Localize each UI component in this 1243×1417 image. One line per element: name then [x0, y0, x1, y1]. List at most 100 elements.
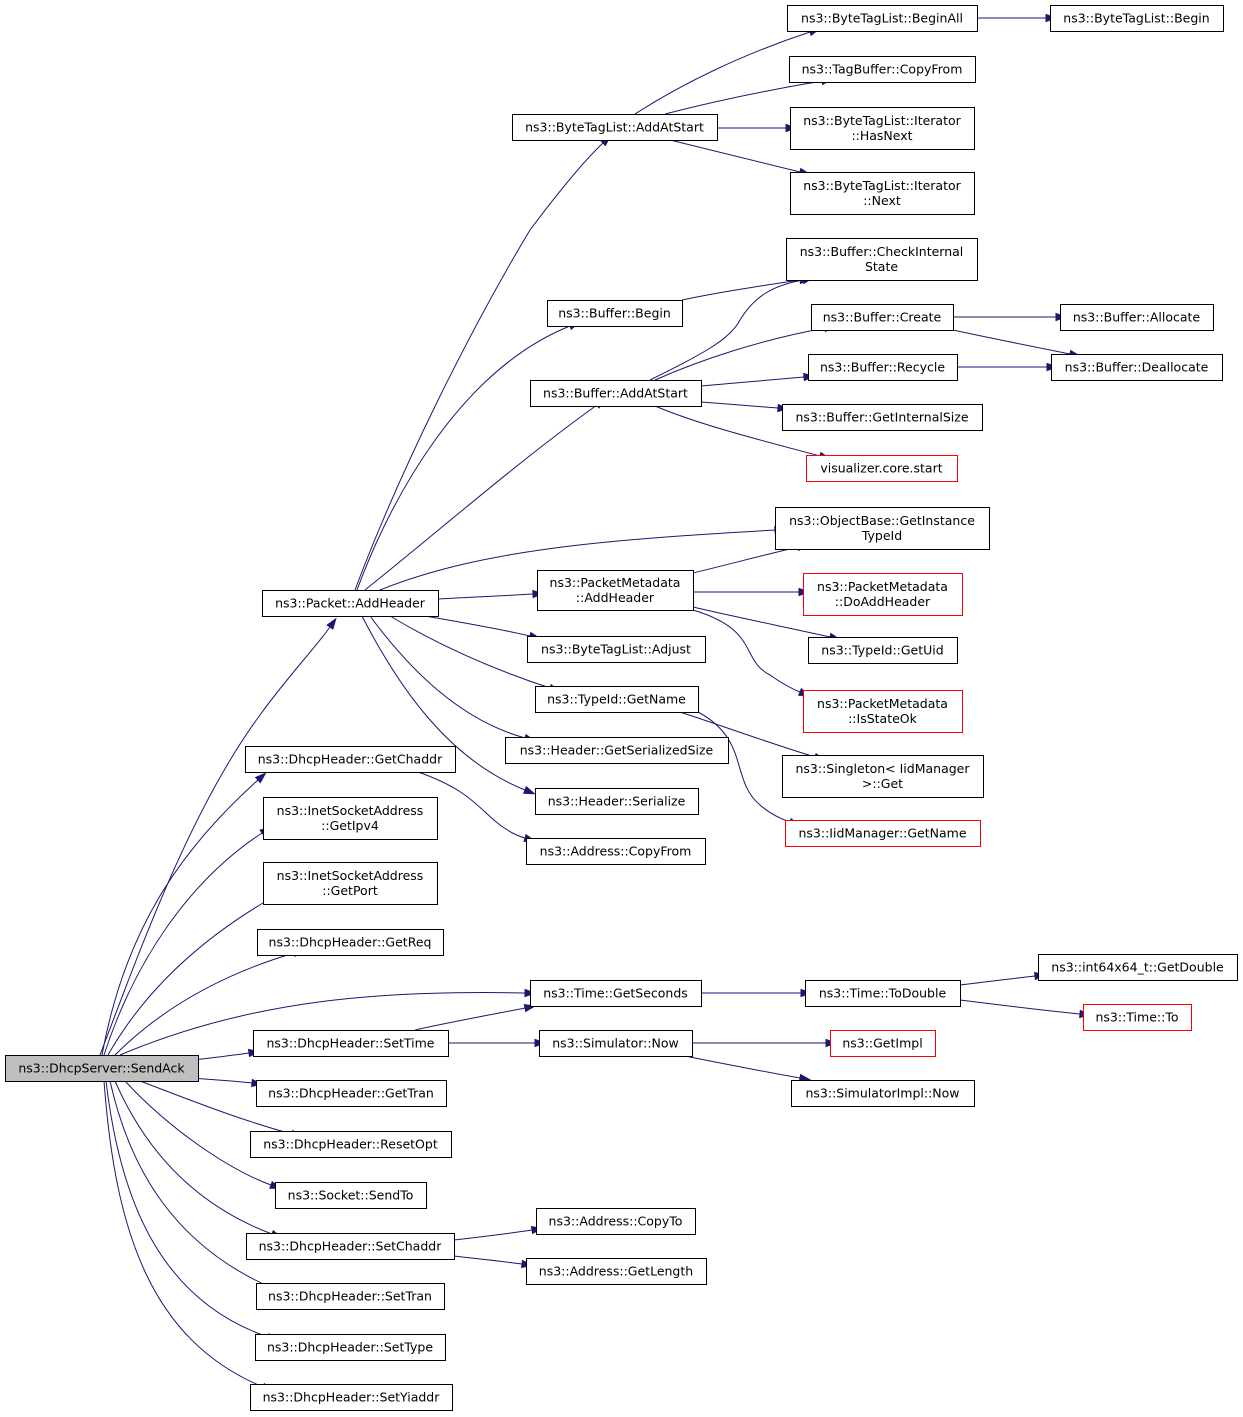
node-getchaddr[interactable]: ns3::DhcpHeader::GetChaddr — [245, 746, 456, 773]
node-box — [263, 797, 438, 840]
edge-line — [124, 1080, 272, 1186]
node-box — [1060, 304, 1214, 331]
edge-settime-to-getseconds — [414, 1003, 537, 1031]
node-label: >::Get — [862, 776, 903, 791]
node-gettran[interactable]: ns3::DhcpHeader::GetTran — [256, 1080, 447, 1107]
node-buf-begin[interactable]: ns3::Buffer::Begin — [547, 300, 683, 327]
node-time-todouble[interactable]: ns3::Time::ToDouble — [805, 980, 961, 1007]
node-label: ::DoAddHeader — [835, 594, 931, 609]
node-addr-getlength[interactable]: ns3::Address::GetLength — [526, 1258, 707, 1285]
edge-line — [105, 1080, 269, 1338]
edge-line — [453, 1255, 523, 1265]
node-hdr-serialize[interactable]: ns3::Header::Serialize — [535, 788, 699, 815]
node-buf-create[interactable]: ns3::Buffer::Create — [811, 304, 954, 331]
node-btl-begin[interactable]: ns3::ByteTagList::Begin — [1050, 5, 1224, 32]
node-label: ns3::TypeId::GetName — [547, 692, 686, 707]
node-addr-copyfrom[interactable]: ns3::Address::CopyFrom — [526, 838, 706, 865]
node-btl-next[interactable]: ns3::ByteTagList::Iterator::Next — [790, 172, 975, 215]
node-box — [787, 5, 978, 32]
edge-line — [424, 615, 531, 637]
edge-addheader-to-hdr_getsersize — [369, 615, 537, 742]
node-box — [803, 573, 963, 616]
node-box — [808, 637, 958, 664]
node-hdr-getsersize[interactable]: ns3::Header::GetSerializedSize — [505, 737, 729, 764]
node-buf-deallocate[interactable]: ns3::Buffer::Deallocate — [1051, 354, 1223, 381]
node-box — [255, 1334, 446, 1361]
node-setchaddr[interactable]: ns3::DhcpHeader::SetChaddr — [246, 1233, 455, 1260]
node-label: ns3::ByteTagList::Begin — [1063, 11, 1209, 26]
node-tb-copyfrom[interactable]: ns3::TagBuffer::CopyFrom — [789, 56, 976, 83]
node-addheader[interactable]: ns3::Packet::AddHeader — [262, 590, 439, 617]
node-sendack[interactable]: ns3::DhcpServer::SendAck — [5, 1055, 199, 1082]
arrowhead — [522, 785, 536, 795]
node-box — [526, 838, 706, 865]
node-label: ns3::InetSocketAddress — [277, 803, 424, 818]
node-box — [253, 1030, 449, 1057]
node-getport[interactable]: ns3::InetSocketAddress::GetPort — [263, 862, 438, 905]
node-int64-getdouble[interactable]: ns3::int64x64_t::GetDouble — [1038, 954, 1238, 981]
node-pm-isstateok[interactable]: ns3::PacketMetadata::IsStateOk — [803, 690, 963, 733]
node-getseconds[interactable]: ns3::Time::GetSeconds — [530, 980, 702, 1007]
node-tid-getuid[interactable]: ns3::TypeId::GetUid — [808, 637, 958, 664]
node-buf-recycle[interactable]: ns3::Buffer::Recycle — [808, 354, 958, 381]
node-label: ns3::DhcpHeader::SetChaddr — [259, 1239, 443, 1254]
node-box — [803, 690, 963, 733]
node-simimpl-now[interactable]: ns3::SimulatorImpl::Now — [791, 1080, 975, 1107]
node-resetopt[interactable]: ns3::DhcpHeader::ResetOpt — [250, 1131, 452, 1158]
edge-buf_recycle-to-buf_deallocate — [957, 362, 1059, 372]
node-box — [262, 590, 439, 617]
edge-time_todouble-to-int64_getdouble — [959, 971, 1047, 986]
node-settype[interactable]: ns3::DhcpHeader::SetType — [255, 1334, 446, 1361]
edge-btl_addatstart-to-btl_hasnext — [716, 123, 798, 133]
node-pm-addheader[interactable]: ns3::PacketMetadata::AddHeader — [537, 570, 694, 611]
node-box — [782, 755, 984, 798]
edge-line — [114, 952, 295, 1056]
node-buf-getinternalsize[interactable]: ns3::Buffer::GetInternalSize — [782, 404, 983, 431]
node-vis-start[interactable]: visualizer.core.start — [806, 455, 958, 482]
edge-line — [654, 327, 826, 381]
node-settran[interactable]: ns3::DhcpHeader::SetTran — [256, 1283, 445, 1310]
node-setyiaddr[interactable]: ns3::DhcpHeader::SetYiaddr — [250, 1384, 453, 1411]
node-btl-adjust[interactable]: ns3::ByteTagList::Adjust — [527, 636, 706, 663]
node-label: ns3::ByteTagList::AddAtStart — [525, 120, 704, 135]
edge-line — [109, 1080, 271, 1288]
node-time-to[interactable]: ns3::Time::To — [1083, 1004, 1192, 1031]
edge-line — [192, 1052, 250, 1061]
node-box — [530, 380, 702, 407]
node-label: ns3::Address::CopyTo — [549, 1214, 683, 1229]
node-box — [256, 1283, 445, 1310]
node-iid-getname[interactable]: ns3::IidManager::GetName — [785, 820, 981, 847]
node-pm-doaddheader[interactable]: ns3::PacketMetadata::DoAddHeader — [803, 573, 963, 616]
node-label: ns3::PacketMetadata — [550, 575, 681, 590]
node-settime[interactable]: ns3::DhcpHeader::SetTime — [253, 1030, 449, 1057]
node-sim-now[interactable]: ns3::Simulator::Now — [539, 1030, 693, 1057]
node-label: ns3::Buffer::AddAtStart — [543, 386, 688, 401]
node-buf-allocate[interactable]: ns3::Buffer::Allocate — [1060, 304, 1214, 331]
node-label: ::GetPort — [322, 883, 378, 898]
node-getreq[interactable]: ns3::DhcpHeader::GetReq — [257, 929, 444, 956]
node-label: ns3::Buffer::Recycle — [820, 360, 945, 375]
node-addr-copyto[interactable]: ns3::Address::CopyTo — [536, 1208, 696, 1235]
node-box — [811, 304, 954, 331]
edge-pm_addheader-to-pm_doaddheader — [693, 587, 811, 597]
node-singleton-get[interactable]: ns3::Singleton< IidManager >::Get — [782, 755, 984, 798]
node-label: ns3::Simulator::Now — [552, 1036, 679, 1051]
node-tid-getname[interactable]: ns3::TypeId::GetName — [535, 686, 699, 713]
node-btl-beginall[interactable]: ns3::ByteTagList::BeginAll — [787, 5, 978, 32]
node-buf-addatstart[interactable]: ns3::Buffer::AddAtStart — [530, 380, 702, 407]
node-btl-hasnext[interactable]: ns3::ByteTagList::Iterator::HasNext — [790, 107, 975, 150]
node-sendto[interactable]: ns3::Socket::SendTo — [275, 1182, 427, 1209]
edge-line — [669, 139, 801, 173]
edge-line — [692, 609, 801, 693]
node-getimpl[interactable]: ns3::GetImpl — [830, 1030, 936, 1057]
node-box — [786, 238, 978, 281]
edge-addheader-to-hdr_serialize — [361, 615, 536, 795]
node-getipv4[interactable]: ns3::InetSocketAddress::GetIpv4 — [263, 797, 438, 840]
node-box — [246, 1233, 455, 1260]
edge-line — [354, 142, 604, 591]
node-btl-addatstart[interactable]: ns3::ByteTagList::AddAtStart — [512, 114, 718, 141]
